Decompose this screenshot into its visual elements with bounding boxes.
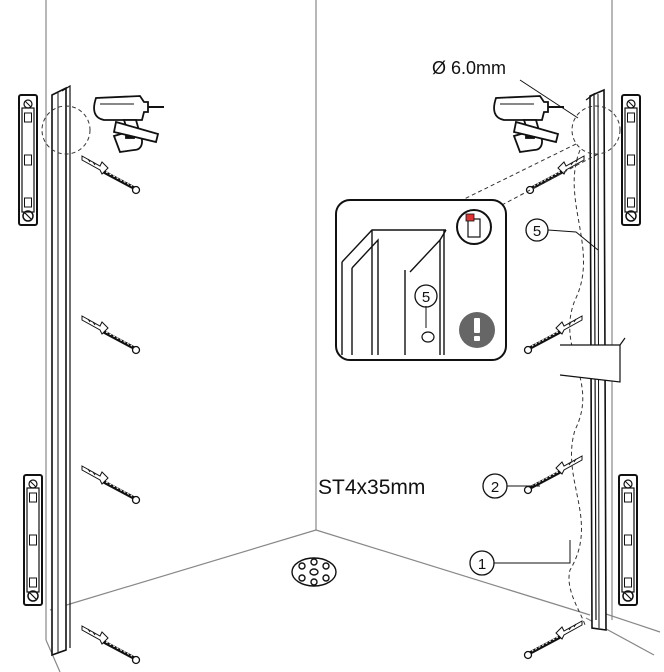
drill-diameter-label: Ø 6.0mm <box>432 58 506 78</box>
power-drill-icon <box>93 95 565 153</box>
drill-diameter-leader <box>519 79 579 119</box>
callout-1-label: 1 <box>478 556 486 573</box>
left-wall-profile <box>51 84 71 657</box>
screw-icon <box>80 154 586 666</box>
detail-inset: 5 <box>335 199 507 361</box>
exclamation-icon <box>459 312 495 348</box>
spirit-level-icon <box>18 94 641 606</box>
callout-5-inset: 5 <box>422 289 430 306</box>
screw-spec-label: ST4x35mm <box>318 476 425 499</box>
callout-2-label: 2 <box>491 479 499 496</box>
detail-circles <box>41 105 621 626</box>
wall-corner-lines <box>45 0 661 672</box>
callout-5-label: 5 <box>533 223 541 240</box>
callout-5: 5 <box>525 218 599 251</box>
callout-1: 1 <box>469 540 571 576</box>
floor-drain-icon <box>291 557 337 587</box>
mini-profile-icon <box>456 209 492 245</box>
pipe <box>559 337 626 383</box>
callout-2: 2 <box>482 473 540 499</box>
